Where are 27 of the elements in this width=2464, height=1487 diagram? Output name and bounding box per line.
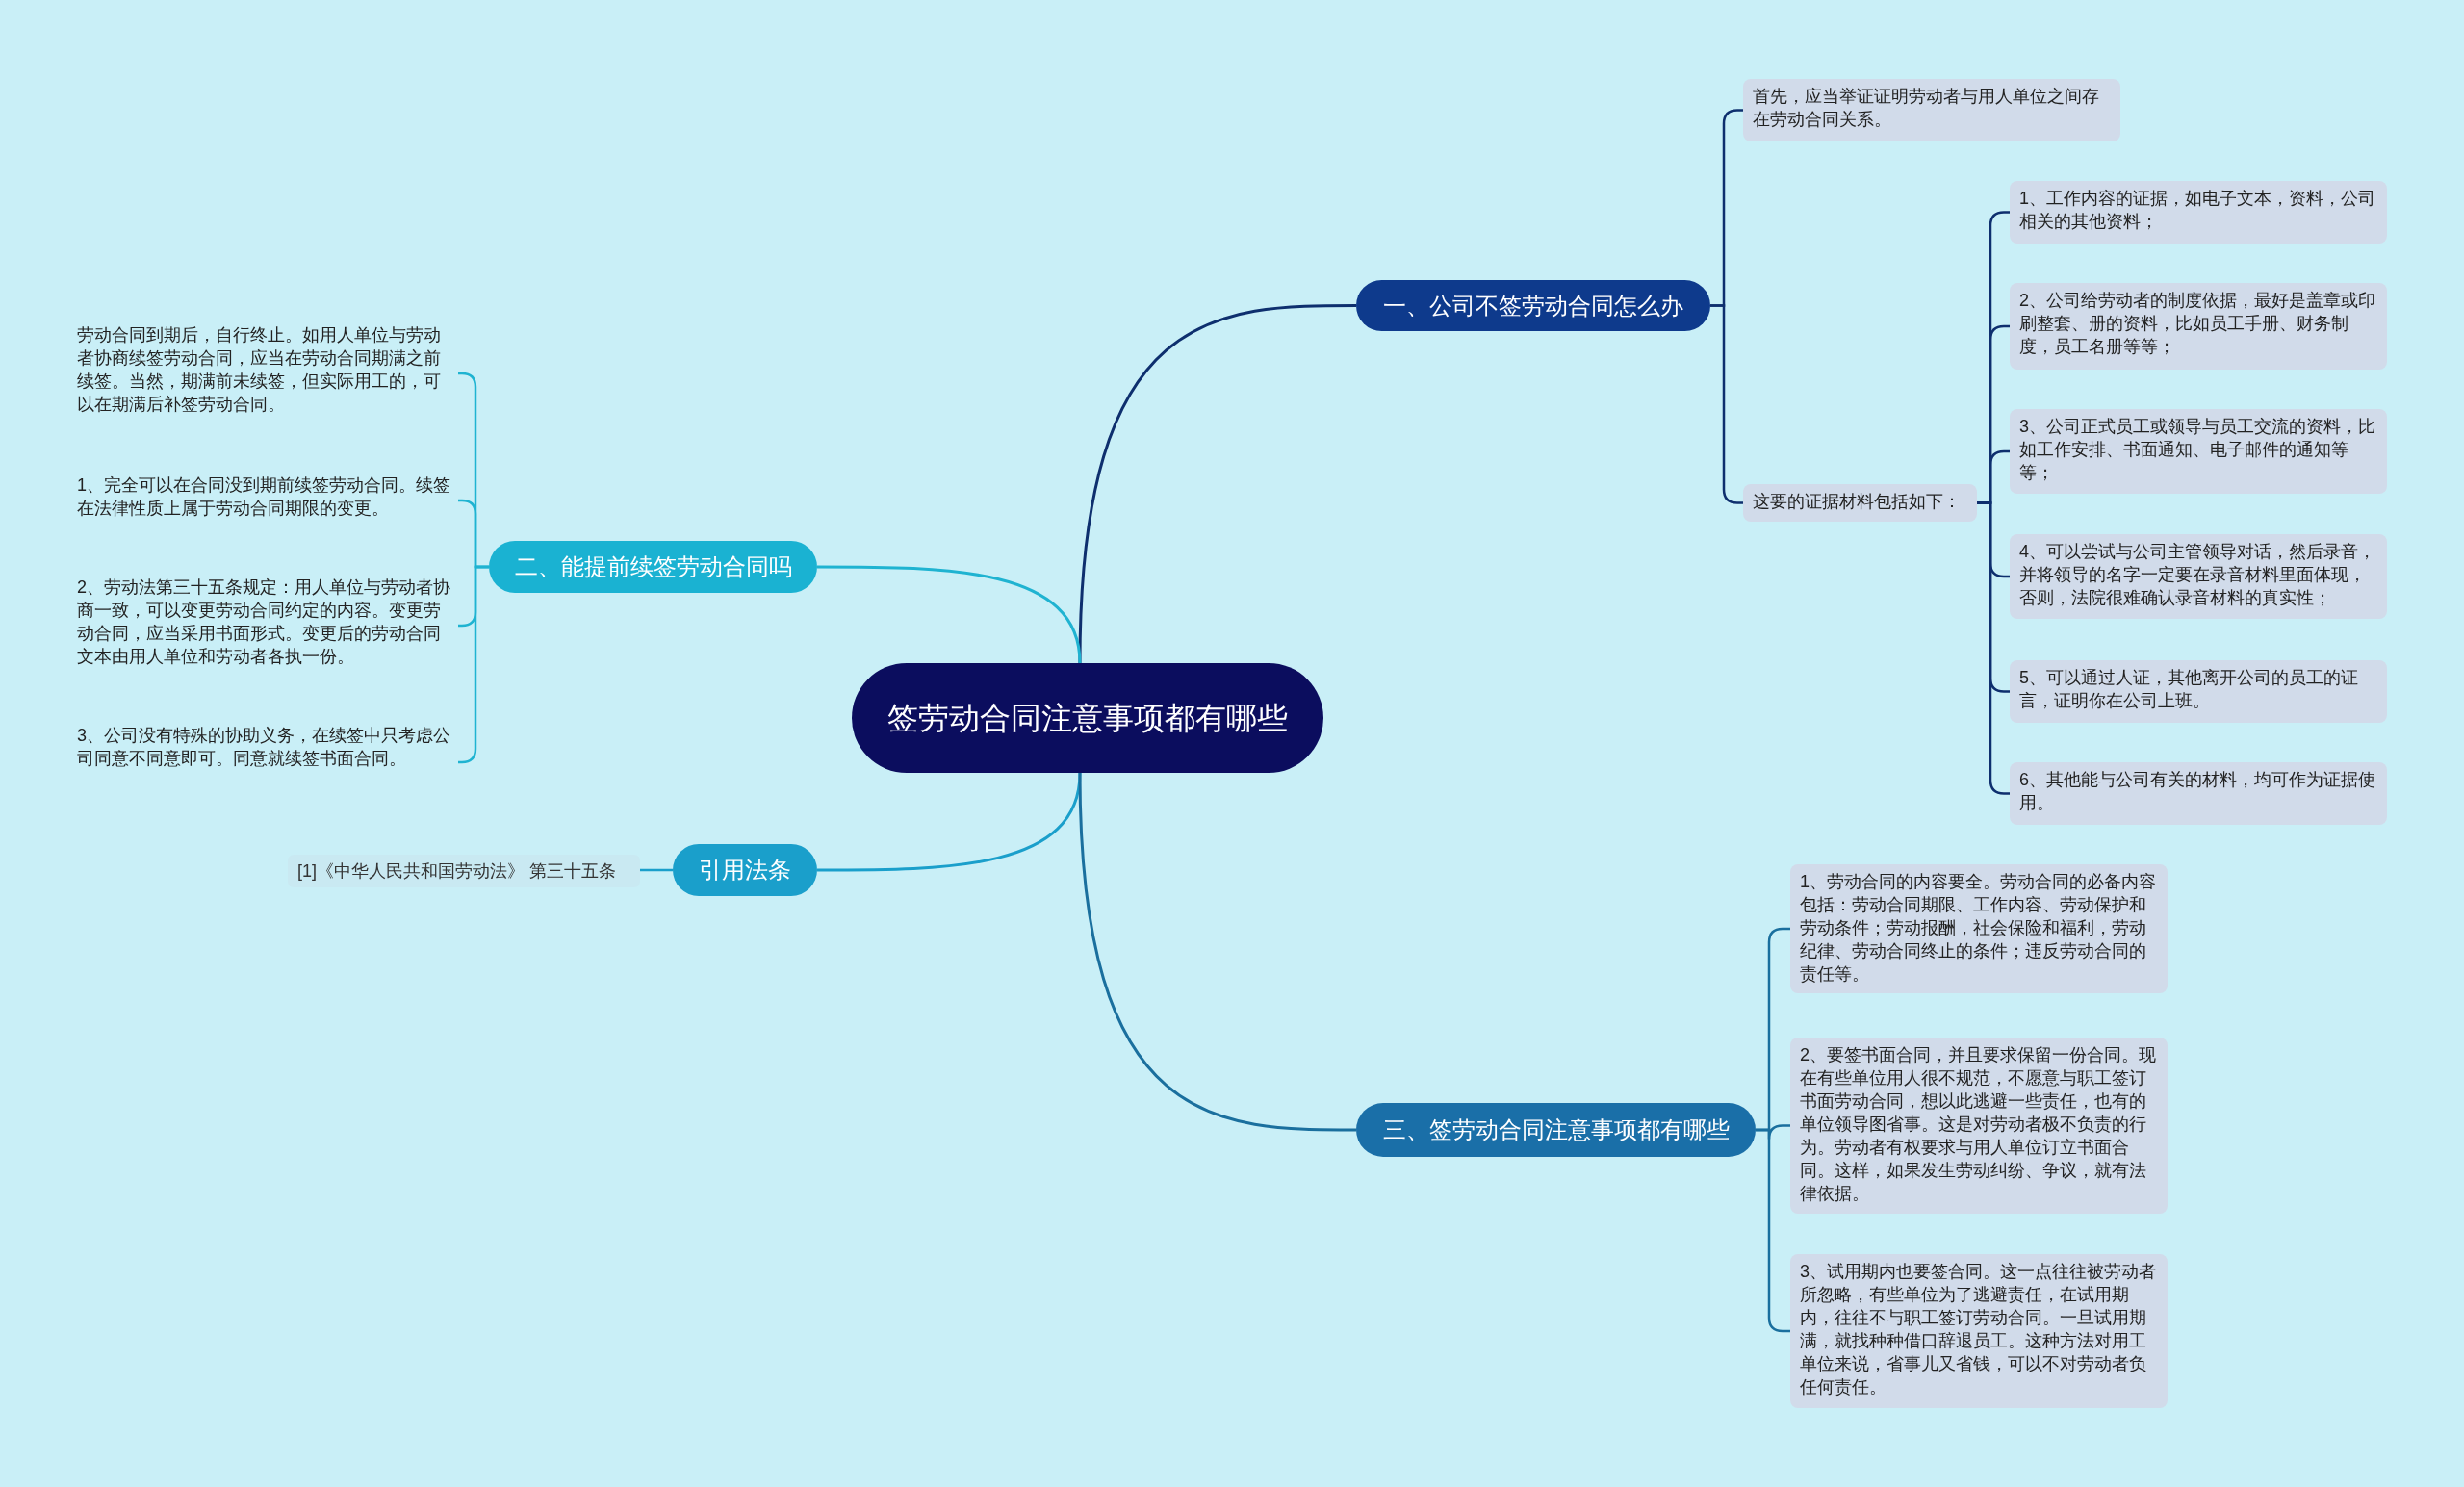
- note-card: 1、劳动合同的内容要全。劳动合同的必备内容包括：劳动合同期限、工作内容、劳动保护和劳动条件；劳动报酬，社会保险和福利，劳动纪律、劳动合同终止的条件；违反劳动合同的责任等。: [1790, 864, 2168, 993]
- branch-topic: 三、签劳动合同注意事项都有哪些: [1356, 1103, 1756, 1157]
- connector-line: [1078, 304, 1356, 664]
- note-text: 1、完全可以在合同没到期前续签劳动合同。续签在法律性质上属于劳动合同期限的变更。: [77, 474, 452, 527]
- note-card: 1、工作内容的证据，如电子文本，资料，公司相关的其他资料；: [2010, 181, 2387, 244]
- branch-topic: 二、能提前续签劳动合同吗: [489, 541, 817, 593]
- note-card: 2、公司给劳动者的制度依据，最好是盖章或印刷整套、册的资料，比如员工手册、财务制度，员工名册等等；: [2010, 283, 2387, 370]
- connector-line: [1756, 1128, 1790, 1333]
- root-topic: 签劳动合同注意事项都有哪些: [852, 663, 1323, 773]
- connector-line: [640, 868, 673, 872]
- note-card: 2、要签书面合同，并且要求保留一份合同。现在有些单位用人很不规范，不愿意与职工签订书面劳动合同，想以此逃避一些责任，也有的单位领导图省事。这是对劳动者极不负责的行为。劳动者有权要求与用人单位订立书面合同。这样，如果发生劳动纠纷、争议，就有法律依据。: [1790, 1038, 2168, 1214]
- note-text: 2、劳动法第三十五条规定：用人单位与劳动者协商一致，可以变更劳动合同约定的内容。变更劳动合同，应当采用书面形式。变更后的劳动合同文本由用人单位和劳动者各执一份。: [77, 576, 452, 676]
- connector-line: [817, 772, 1082, 872]
- note-card: 6、其他能与公司有关的材料，均可作为证据使用。: [2010, 762, 2387, 825]
- note-text: 3、公司没有特殊的协助义务，在续签中只考虑公司同意不同意即可。同意就续签书面合同。: [77, 724, 452, 801]
- note-text: 劳动合同到期后，自行终止。如用人单位与劳动者协商续签劳动合同，应当在劳动合同期满之前续签。当然，期满前未续签，但实际用工的，可以在期满后补签劳动合同。: [77, 323, 452, 423]
- note-card: 这要的证据材料包括如下：: [1743, 484, 1977, 522]
- note-card: 5、可以通过人证，其他离开公司的员工的证言，证明你在公司上班。: [2010, 660, 2387, 723]
- note-card: 3、公司正式员工或领导与员工交流的资料，比如工作安排、书面通知、电子邮件的通知等等；: [2010, 409, 2387, 494]
- branch-topic: 一、公司不签劳动合同怎么办: [1356, 280, 1710, 331]
- connector-line: [817, 565, 1082, 664]
- note-card: 4、可以尝试与公司主管领导对话，然后录音，并将领导的名字一定要在录音材料里面体现，否则，法院很难确认录音材料的真实性；: [2010, 534, 2387, 619]
- branch-topic: 引用法条: [673, 844, 817, 896]
- note-card: 3、试用期内也要签合同。这一点往往被劳动者所忽略，有些单位为了逃避责任，在试用期内，往往不与职工签订劳动合同。一旦试用期满，就找种种借口辞退员工。这种方法对用工单位来说，省事儿又省钱，可以不对劳动者负任何责任。: [1790, 1254, 2168, 1408]
- citation-card: [1]《中华人民共和国劳动法》 第三十五条: [288, 855, 640, 887]
- connector-line: [1078, 772, 1356, 1132]
- note-card: 首先，应当举证证明劳动者与用人单位之间存在劳动合同关系。: [1743, 79, 2120, 141]
